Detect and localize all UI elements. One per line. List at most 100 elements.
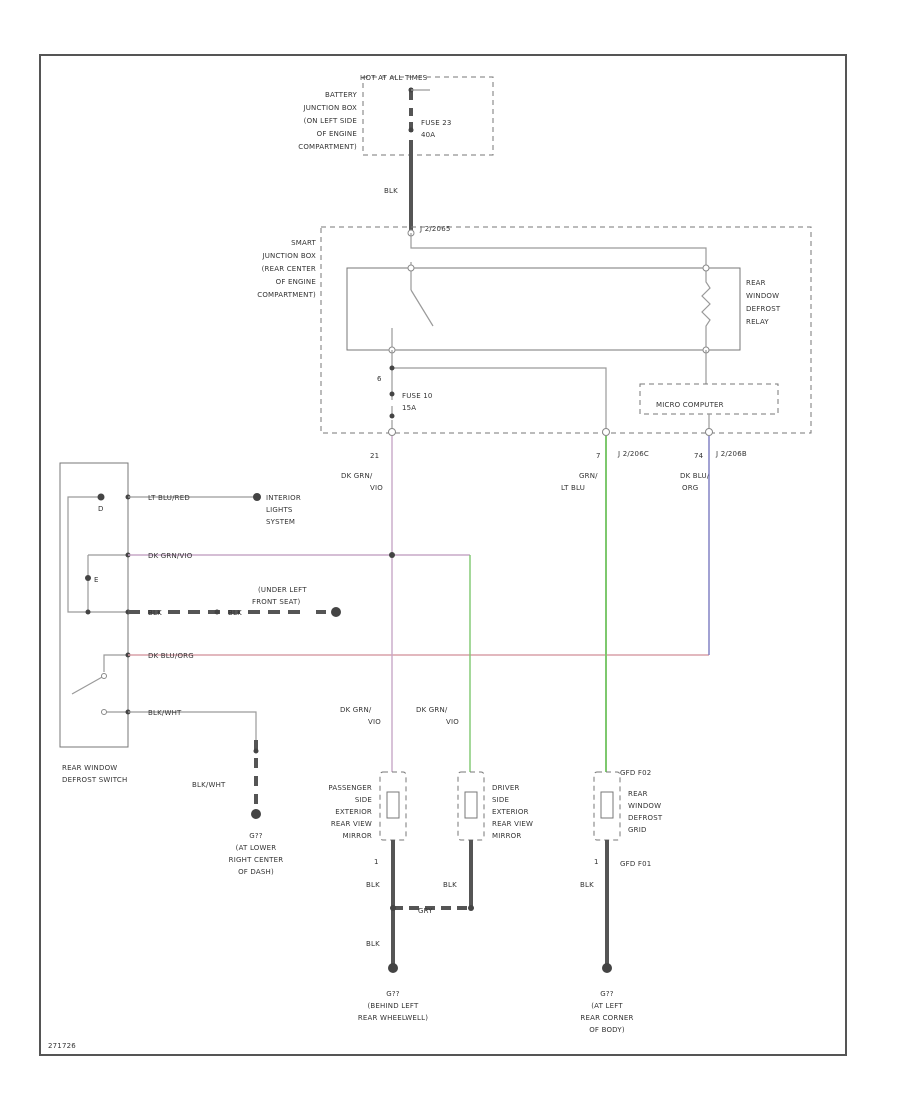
svg-text:GRN/: GRN/ xyxy=(579,472,598,480)
ground-seat xyxy=(331,607,341,617)
relay-to-connector-7 xyxy=(392,367,607,432)
svg-text:RELAY: RELAY xyxy=(746,318,769,326)
switch-contact-point xyxy=(101,673,107,679)
splice-node xyxy=(389,365,395,371)
svg-text:DEFROST: DEFROST xyxy=(628,814,663,822)
relay-contact-point xyxy=(407,264,415,272)
svg-text:RIGHT CENTER: RIGHT CENTER xyxy=(229,856,284,864)
rear-window-defrost-grid-label: REAR WINDOW DEFROST GRID xyxy=(628,790,663,834)
svg-text:(BEHIND LEFT: (BEHIND LEFT xyxy=(367,1002,419,1010)
svg-text:DK GRN/: DK GRN/ xyxy=(341,472,373,480)
wire-blk-left-label: BLK xyxy=(366,881,380,889)
ground-node xyxy=(214,609,220,615)
switch-contact-arm xyxy=(71,675,105,695)
svg-text:REAR: REAR xyxy=(628,790,648,798)
svg-text:PASSENGER: PASSENGER xyxy=(328,784,372,792)
interior-lights-label: INTERIOR LIGHTS SYSTEM xyxy=(266,494,301,526)
svg-text:VIO: VIO xyxy=(368,718,381,726)
svg-text:COMPARTMENT): COMPARTMENT) xyxy=(257,291,316,299)
rear-window-defrost-grid-element xyxy=(600,791,614,819)
rear-window-defrost-switch xyxy=(59,462,129,748)
switch-internal-wiring xyxy=(67,496,128,613)
smart-junction-box-label: SMART JUNCTION BOX (REAR CENTER OF ENGIN… xyxy=(257,239,316,299)
pin-21-label: 21 xyxy=(370,452,379,460)
svg-text:DK GRN/: DK GRN/ xyxy=(340,706,372,714)
pin-1-left-label: 1 xyxy=(374,858,379,866)
rear-window-defrost-switch-label: REAR WINDOW DEFROST SWITCH xyxy=(62,764,127,784)
wire-blk-bottom-label: BLK xyxy=(366,940,380,948)
pin-6-label: 6 xyxy=(377,375,382,383)
svg-text:MIRROR: MIRROR xyxy=(492,832,521,840)
switch-pin-e-link xyxy=(87,554,128,612)
pin-1-grid-label: 1 xyxy=(594,858,599,866)
svg-text:(REAR CENTER: (REAR CENTER xyxy=(262,265,316,273)
driver-mirror-label: DRIVER SIDE EXTERIOR REAR VIEW MIRROR xyxy=(492,784,533,840)
svg-text:DEFROST: DEFROST xyxy=(746,305,781,313)
ground-rear-corner xyxy=(602,963,612,973)
switch-indicator xyxy=(85,575,91,581)
wire-blk-switch-label: BLK xyxy=(148,609,162,617)
pin-74-label: 74 xyxy=(694,452,704,460)
passenger-mirror-heater xyxy=(386,791,400,819)
switch-contact-point xyxy=(101,709,107,715)
svg-text:EXTERIOR: EXTERIOR xyxy=(335,808,372,816)
svg-text:(UNDER LEFT: (UNDER LEFT xyxy=(258,586,307,594)
ground-rear-corner-label: G?? (AT LEFT REAR CORNER OF BODY) xyxy=(580,990,633,1034)
battery-junction-box xyxy=(362,76,494,156)
splice-gry xyxy=(390,905,396,911)
svg-text:REAR WINDOW: REAR WINDOW xyxy=(62,764,117,772)
diagram-frame xyxy=(39,54,847,1056)
svg-text:(ON LEFT SIDE: (ON LEFT SIDE xyxy=(304,117,357,125)
connector-grid-bottom-label: GFD F01 xyxy=(620,860,651,868)
svg-text:DK BLU/: DK BLU/ xyxy=(680,472,710,480)
ground-wheelwell xyxy=(388,963,398,973)
driver-mirror xyxy=(457,771,485,841)
splice-gry xyxy=(468,905,474,911)
hot-at-all-times-label: HOT AT ALL TIMES xyxy=(360,74,428,82)
svg-text:JUNCTION BOX: JUNCTION BOX xyxy=(261,252,316,260)
wire-lt-blu-red-label: LT BLU/RED xyxy=(148,494,190,502)
pin-d-label: D xyxy=(98,505,104,513)
svg-text:REAR VIEW: REAR VIEW xyxy=(331,820,372,828)
svg-text:OF DASH): OF DASH) xyxy=(238,868,274,876)
wire-gry-label: GRY xyxy=(418,907,433,915)
relay-pin-right xyxy=(702,264,710,272)
passenger-mirror-label: PASSENGER SIDE EXTERIOR REAR VIEW MIRROR xyxy=(328,784,372,840)
svg-text:(AT LEFT: (AT LEFT xyxy=(591,1002,623,1010)
svg-text:(AT LOWER: (AT LOWER xyxy=(236,844,277,852)
svg-text:15A: 15A xyxy=(402,404,416,412)
connector-74 xyxy=(705,428,713,436)
driver-mirror-heater xyxy=(464,791,478,819)
svg-text:OF ENGINE: OF ENGINE xyxy=(276,278,316,286)
wire-blk-wht-vertical-label: BLK/WHT xyxy=(192,781,226,789)
svg-text:DK GRN/: DK GRN/ xyxy=(416,706,448,714)
svg-text:VIO: VIO xyxy=(446,718,459,726)
wire-blk-wht-label: BLK/WHT xyxy=(148,709,182,717)
wire-dk-grn-vio-left-label: DK GRN/ VIO xyxy=(340,706,381,726)
svg-text:VIO: VIO xyxy=(370,484,383,492)
svg-text:BATTERY: BATTERY xyxy=(325,91,358,99)
smart-junction-box xyxy=(320,226,812,434)
relay-coil xyxy=(701,268,711,350)
svg-text:REAR VIEW: REAR VIEW xyxy=(492,820,533,828)
ground-dash xyxy=(251,809,261,819)
wire-grn-lt-blu-label: GRN/ LT BLU xyxy=(561,472,598,492)
svg-text:DEFROST SWITCH: DEFROST SWITCH xyxy=(62,776,127,784)
wire-blk-right-label: BLK xyxy=(443,881,457,889)
rear-window-defrost-relay xyxy=(346,267,741,351)
ground-dash-label: G?? (AT LOWER RIGHT CENTER OF DASH) xyxy=(229,832,284,876)
svg-text:REAR CORNER: REAR CORNER xyxy=(580,1014,633,1022)
svg-text:REAR WHEELWELL): REAR WHEELWELL) xyxy=(358,1014,428,1022)
wire-dk-blu-org-label: DK BLU/ ORG xyxy=(680,472,710,492)
svg-text:GRID: GRID xyxy=(628,826,647,834)
battery-junction-box-label: BATTERY JUNCTION BOX (ON LEFT SIDE OF EN… xyxy=(298,91,357,151)
ground-dash-node xyxy=(253,748,259,754)
connector-grid-top-label: GFD F02 xyxy=(620,769,651,777)
pin-e-label: E xyxy=(94,576,99,584)
svg-text:WINDOW: WINDOW xyxy=(628,802,661,810)
svg-text:LT BLU: LT BLU xyxy=(561,484,585,492)
wire-dk-blu-org-switch-label: DK BLU/ORG xyxy=(148,652,194,660)
pin-7-label: 7 xyxy=(596,452,601,460)
svg-text:REAR: REAR xyxy=(746,279,766,287)
wire-dk-grn-vio-label: DK GRN/ VIO xyxy=(341,472,383,492)
